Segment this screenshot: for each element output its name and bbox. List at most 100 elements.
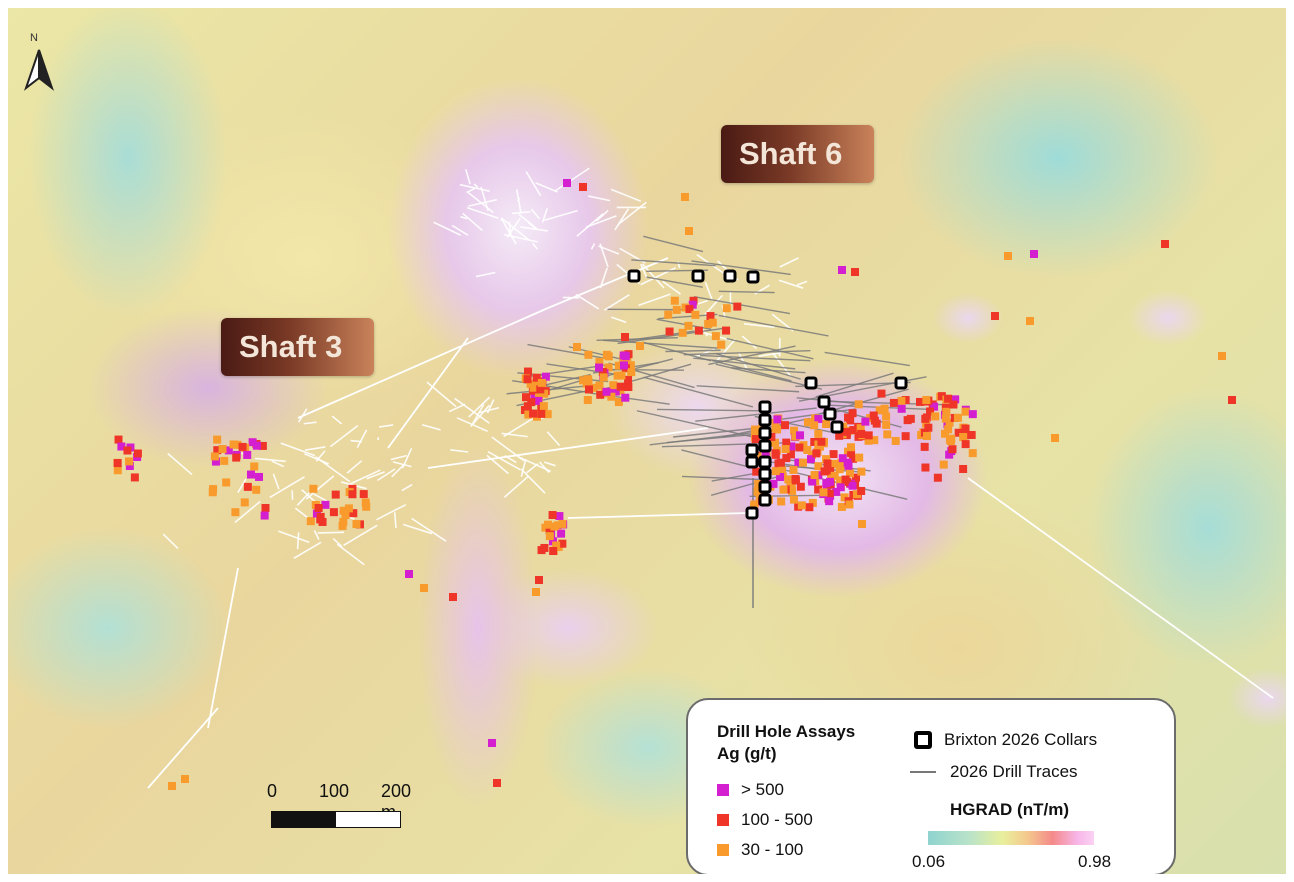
assay-square xyxy=(557,529,566,538)
assay-square xyxy=(825,477,834,486)
assay-square xyxy=(771,424,780,433)
assay-square xyxy=(532,373,541,382)
assay-square xyxy=(619,361,628,370)
assay-square xyxy=(822,455,831,464)
legend-traces-label: 2026 Drill Traces xyxy=(950,762,1078,781)
assay-square xyxy=(626,361,635,370)
drill-traces xyxy=(506,235,949,608)
working-segment xyxy=(304,446,326,451)
collar-icon xyxy=(745,506,759,520)
assay-square xyxy=(967,430,976,439)
working-segment xyxy=(296,532,300,550)
working-segment xyxy=(329,425,359,448)
working-segment xyxy=(778,279,804,289)
assay-square xyxy=(614,398,623,407)
assay-square xyxy=(113,459,122,468)
hgrad-max-label: 0.98 xyxy=(1078,852,1112,871)
working-segment xyxy=(390,454,407,461)
assay-square xyxy=(240,498,249,507)
working-segment xyxy=(467,191,494,214)
collar-icon xyxy=(745,443,759,457)
assay-square xyxy=(857,467,866,476)
assay-square xyxy=(1004,252,1012,260)
assay-square xyxy=(258,441,267,450)
working-segment xyxy=(376,503,407,521)
assay-square xyxy=(869,411,878,420)
legend-class-low-label: 30 - 100 xyxy=(741,840,804,859)
assay-square xyxy=(791,475,800,484)
drill-trace xyxy=(712,359,792,382)
drill-trace xyxy=(696,385,800,393)
assay-square xyxy=(488,739,496,747)
drill-trace xyxy=(603,339,718,349)
assay-square xyxy=(534,396,543,405)
drill-trace xyxy=(599,358,673,379)
assay-square xyxy=(678,328,687,337)
assay-square xyxy=(777,497,786,506)
assay-square xyxy=(786,450,795,459)
working-segment xyxy=(466,206,499,220)
assay-square xyxy=(798,458,807,467)
drill-trace xyxy=(683,349,811,356)
assay-square xyxy=(959,433,968,442)
working-segment xyxy=(525,171,542,197)
assay-square xyxy=(849,426,858,435)
assay-square xyxy=(670,296,679,305)
assay-square xyxy=(685,227,693,235)
assay-square xyxy=(781,445,790,454)
assay-square xyxy=(857,429,866,438)
assay-square xyxy=(770,438,779,447)
working-segment xyxy=(343,524,378,546)
legend-assays-title: Drill Hole Assays xyxy=(717,722,856,741)
assay-square xyxy=(814,429,823,438)
assay-square xyxy=(951,395,960,404)
assay-square xyxy=(937,392,946,401)
assay-square xyxy=(845,500,854,509)
assay-square xyxy=(814,485,823,494)
assay-square xyxy=(961,440,970,449)
drill-trace xyxy=(693,357,796,370)
drill-trace xyxy=(666,433,757,444)
legend-assays-unit: Ag (g/t) xyxy=(717,744,777,763)
working-segment xyxy=(518,213,538,230)
collar-icon xyxy=(691,269,705,283)
assay-square xyxy=(213,446,222,455)
assay-square xyxy=(338,521,347,530)
assay-square xyxy=(624,375,633,384)
assay-square xyxy=(961,407,970,416)
working-segment xyxy=(531,242,539,250)
assay-square xyxy=(810,471,819,480)
drill-trace xyxy=(710,474,785,496)
working-segment xyxy=(662,280,681,295)
assay-square xyxy=(931,412,940,421)
working-segment xyxy=(530,208,541,220)
collar-icon xyxy=(817,395,831,409)
assay-square xyxy=(949,400,958,409)
assay-square xyxy=(694,326,703,335)
assay-square xyxy=(181,775,189,783)
drill-trace xyxy=(691,260,791,276)
assay-square xyxy=(953,413,962,422)
drill-trace xyxy=(643,235,704,253)
assay-square xyxy=(864,431,873,440)
assay-square xyxy=(596,390,605,399)
working-segment xyxy=(269,476,305,499)
assay-square xyxy=(835,465,844,474)
assay-square xyxy=(794,458,803,467)
working-segment xyxy=(392,461,412,468)
assay-square xyxy=(523,375,532,384)
map-canvas[interactable]: N Shaft 6 Shaft 3 0 100 200 m Drill Hole… xyxy=(8,8,1286,874)
assay-square xyxy=(585,385,594,394)
assay-square xyxy=(954,428,963,437)
working-segment xyxy=(544,461,556,467)
assay-square xyxy=(708,318,717,327)
assay-square xyxy=(941,429,950,438)
assay-square xyxy=(243,450,252,459)
working-segment xyxy=(162,533,179,550)
assay-square xyxy=(771,450,780,459)
assay-square xyxy=(750,502,759,511)
assay-square xyxy=(855,453,864,462)
assay-square xyxy=(349,509,358,518)
assay-square xyxy=(926,407,935,416)
assay-square xyxy=(706,312,715,321)
